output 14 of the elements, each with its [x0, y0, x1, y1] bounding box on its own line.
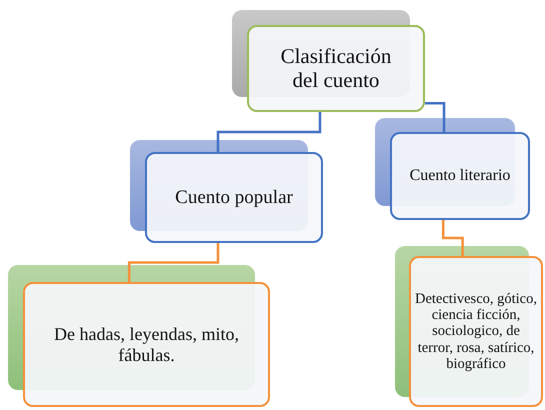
rounded-box: [247, 25, 425, 112]
box-text: Cuento literario: [410, 167, 510, 185]
connector-line: [216, 112, 322, 152]
box-text: Detectivesco, gótico, ciencia ficción, sociologico, de terror, rosa, satírico, biográfico: [415, 290, 537, 372]
rounded-box: [390, 132, 530, 220]
rounded-box: [409, 256, 543, 407]
box-text: Clasificación del cuento: [280, 44, 392, 92]
rounded-box: [145, 152, 323, 243]
box-text: Cuento popular: [175, 186, 293, 208]
rounded-box: [23, 282, 270, 407]
connector-line: [442, 220, 464, 256]
box-text: De hadas, leyendas, mito, fábulas.: [53, 324, 240, 365]
connector-line: [425, 102, 446, 132]
connector-line: [128, 243, 220, 282]
